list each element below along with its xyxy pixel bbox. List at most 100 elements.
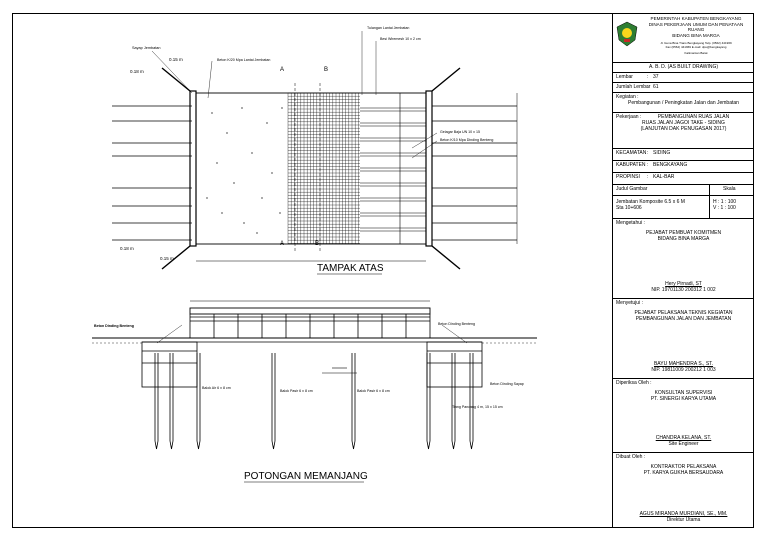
label-018-top: 0.18 m	[130, 69, 144, 74]
kecamatan-label: KECAMATAN	[616, 150, 647, 156]
menyetujui-nip: NIP. 19811009 200212 1 003	[651, 367, 716, 373]
label-sayap: Sayap Jembatan	[132, 46, 161, 50]
kabupaten-row: KABUPATEN : BENGKAYANG	[613, 161, 754, 173]
skala-label: Skala	[723, 186, 736, 192]
pile-tip	[169, 440, 172, 450]
menyetujui-role-2: PEMBANGUNAN JALAN DAN JEMBATAN	[635, 316, 732, 322]
judul-row: Judul Gambar Skala Jembatan Komposite 6.…	[613, 185, 754, 219]
sec-label-right: Beton Dinding Benteng	[438, 322, 475, 326]
kecamatan-row: KECAMATAN : SIDING	[613, 149, 754, 161]
sec-label-tiang: Tiang Pancang 4 m, 15 x 15 cm	[452, 405, 503, 409]
label-beton-lantai: Beton K/20 Mpa Lantai Jembatan	[217, 58, 270, 62]
pile-tip	[156, 440, 159, 450]
mengetahui-nip: NIP. 19701130 200312 1 002	[651, 287, 716, 293]
kecamatan-value: SIDING	[653, 150, 671, 156]
pile-tip	[353, 440, 356, 450]
judul-label: Judul Gambar	[616, 186, 648, 192]
pile-tip	[451, 440, 454, 450]
pile-tip	[154, 440, 157, 450]
jumlah-row: Jumlah Lembar : 61	[613, 83, 754, 93]
diperiksa-name: CHANDRA KELANA, ST.	[655, 435, 712, 441]
mengetahui-label: Mengetahui :	[616, 220, 645, 226]
dibuat-label: Dibuat Oleh :	[616, 454, 646, 460]
dibuat-block: Dibuat Oleh : KONTRAKTOR PELAKSANA PT. K…	[613, 453, 754, 528]
pile-tip	[428, 440, 431, 450]
label-gelagar: Gelagar Baja UN 10 x 15	[440, 130, 480, 134]
emblem-icon	[616, 21, 638, 47]
section-a-top: A	[280, 67, 284, 73]
mengetahui-block: Mengetahui : PEJABAT PEMBUAT KOMITMEN BI…	[613, 219, 754, 299]
propinsi-label: PROPINSI	[616, 174, 640, 180]
address-2: Fax (0562) 441969 E-mail: dpu@bengkayang	[665, 45, 727, 49]
label-018-bottom: 0.18 m	[120, 246, 134, 251]
label-015-bottom: 0.15 m	[160, 256, 174, 261]
pile-tip	[196, 440, 199, 450]
kegiatan-value: Pembangunan / Peningkatan Jalan dan Jemb…	[628, 100, 739, 106]
title-block: PEMERINTAH KABUPATEN BENGKAYANG DINAS PE…	[612, 13, 754, 528]
propinsi-value: KAL-BAR	[653, 174, 675, 180]
section-a-bottom: A	[280, 241, 284, 247]
pile-tip	[198, 440, 201, 450]
mengetahui-role-2: BIDANG BINA MARGA	[657, 236, 710, 242]
agency-line-1: PEMERINTAH KABUPATEN BENGKAYANG	[650, 16, 742, 21]
pile-tip	[453, 440, 456, 450]
judul-value-1: Jembatan Komposite 6.5 x 6 M	[616, 199, 685, 205]
section-b-top: B	[324, 67, 328, 73]
diperiksa-label: Diperiksa Oleh :	[616, 380, 652, 386]
skala-h: H : 1 : 100	[713, 199, 737, 205]
sec-label-balok-pasir: Balok Pasir 6 x 8 cm	[280, 389, 313, 393]
plan-title: TAMPAK ATAS	[317, 263, 384, 274]
sec-label-sayap: Beton Dinding Sayap	[490, 382, 524, 386]
doc-type: A. B. D. (AS BUILT DRAWING)	[613, 63, 754, 73]
pile-tip	[351, 440, 354, 450]
pile-tip	[171, 440, 174, 450]
section-b-bottom: B	[315, 241, 319, 247]
dibuat-title: Direktur Utama	[666, 517, 701, 523]
jumlah-value: 61	[653, 84, 659, 90]
dibuat-role-1: KONTRAKTOR PELAKSANA	[650, 464, 717, 470]
menyetujui-block: Menyetujui : PEJABAT PELAKSANA TEKNIS KE…	[613, 299, 754, 379]
dibuat-role-2: PT. KARYA GUKHA BERSAUDARA	[643, 470, 724, 476]
menyetujui-name: BAYU MAHENDRA S., ST.	[653, 361, 714, 367]
pile-tip	[271, 440, 274, 450]
skala-v: V : 1 : 100	[713, 205, 736, 211]
diperiksa-role-1: KONSULTAN SUPERVISI	[654, 390, 713, 396]
diperiksa-title: Site Engineer	[668, 441, 699, 447]
kegiatan-row: Kegiatan : Pembangunan / Peningkatan Jal…	[613, 93, 754, 113]
dibuat-name: AGUS MIRANDA MURDIANI, SE., MM.	[639, 511, 728, 517]
pile-tip	[426, 440, 429, 450]
pile-tip	[273, 440, 276, 450]
lembar-value: 37	[653, 74, 659, 80]
drawing-sheet-border	[12, 13, 754, 528]
judul-value-2: Sta 10+606	[616, 205, 642, 211]
jumlah-label: Jumlah Lembar	[616, 84, 651, 90]
sec-label-balok-air: Balok Air 6 x 8 cm	[202, 386, 231, 390]
kabupaten-label: KABUPATEN	[616, 162, 646, 168]
kabupaten-value: BENGKAYANG	[653, 162, 688, 168]
kegiatan-label: Kegiatan :	[616, 94, 639, 100]
pile-tip	[469, 440, 472, 450]
agency-line-2: DINAS PEKERJAAN UMUM DAN PENATAAN RUANG	[648, 21, 744, 33]
pekerjaan-label: Pekerjaan :	[616, 114, 642, 120]
diperiksa-role-2: PT. SINERGI KARYA UTAMA	[650, 396, 717, 402]
menyetujui-label: Menyetujui :	[616, 300, 643, 306]
label-beton-dinding: Beton K/10 Mpa Dinding Benteng	[440, 138, 493, 142]
lembar-row: Lembar : 37	[613, 73, 754, 83]
mengetahui-role-1: PEJABAT PEMBUAT KOMITMEN	[645, 230, 722, 236]
mengetahui-name: Hery Pirnadi, ST	[665, 281, 702, 287]
lembar-label: Lembar	[616, 74, 633, 80]
address-1: Jl. Guna Bina Trans Bengkayang Telp. (05…	[660, 41, 732, 45]
diperiksa-block: Diperiksa Oleh : KONSULTAN SUPERVISI PT.…	[613, 379, 754, 453]
engineering-drawing: A B A B Sayap Jembatan	[92, 26, 537, 483]
plan-view	[112, 31, 518, 270]
agency-line-3: BIDANG BINA MARGA	[672, 32, 720, 38]
label-besi-wiremesh: Besi Wiremesh 10 x 2 cm	[380, 37, 421, 41]
section-title: POTONGAN MEMANJANG	[244, 471, 368, 482]
sec-label-left: Beton Dinding Benteng	[94, 324, 134, 328]
label-tulangan: Tulangan Lantai Jembatan	[367, 26, 409, 30]
menyetujui-role-1: PEJABAT PELAKSANA TEKNIS KEGIATAN	[634, 310, 733, 316]
pekerjaan-value-2: RUAS JALAN JAGOI TAKE - SIDING	[642, 120, 725, 126]
sec-label-balok-pasir-2: Balok Pasir 6 x 8 cm	[357, 389, 390, 393]
address-3: Kalimantan Barat	[684, 51, 708, 55]
propinsi-row: PROPINSI : KAL-BAR	[613, 173, 754, 185]
